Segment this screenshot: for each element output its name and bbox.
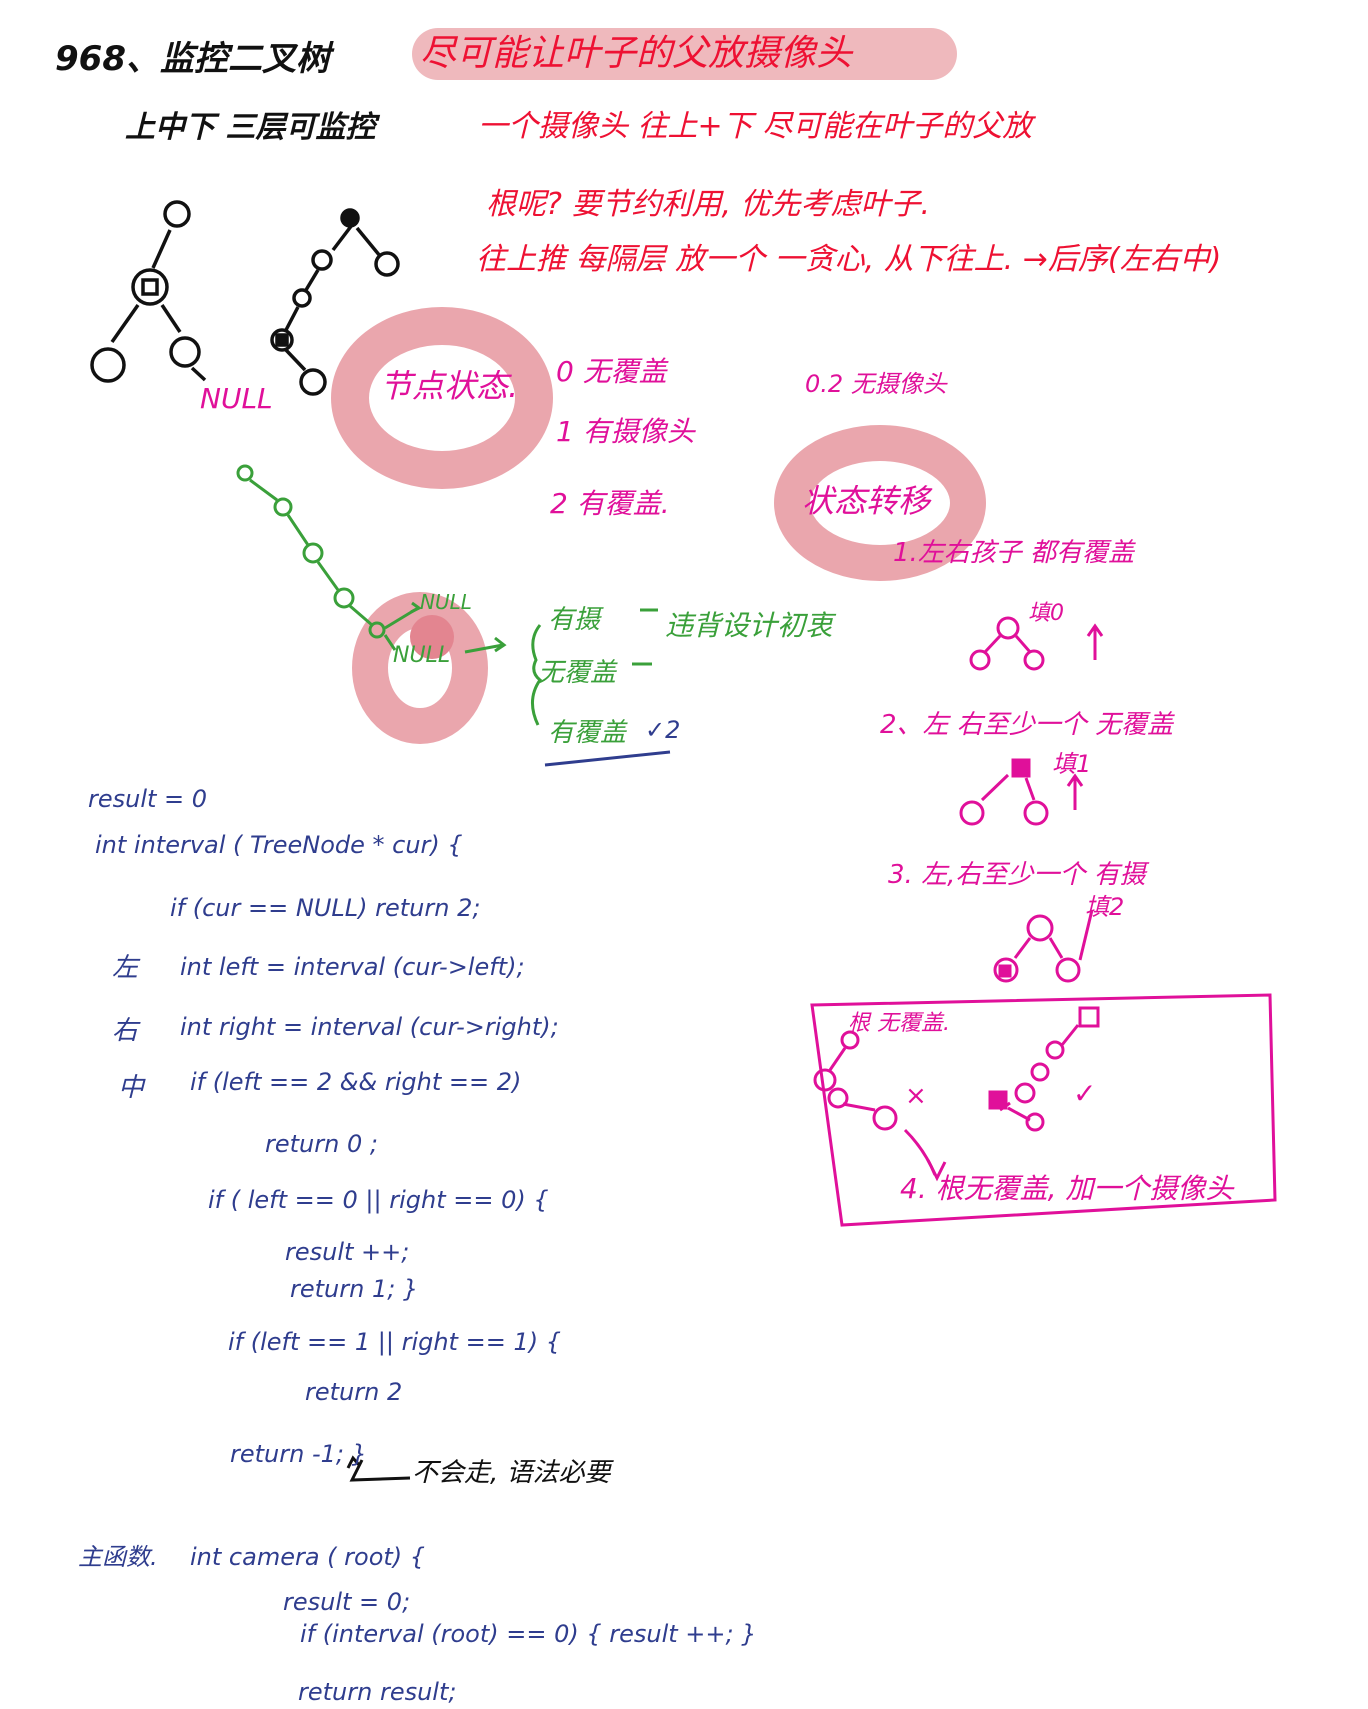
no-camera-note: 0.2 无摄像头	[805, 370, 947, 398]
main-line-4: return result;	[298, 1678, 457, 1706]
case-4-wrong-mark: ×	[905, 1081, 927, 1111]
code-line-1: result = 0	[88, 785, 208, 813]
code-line-7: return 0 ;	[265, 1130, 378, 1158]
green-conclusion: 违背设计初衷	[665, 609, 834, 642]
note-red-3: 往上推 每隔层 放一个 一贪心, 从下往上. →后序(左右中)	[476, 242, 1222, 277]
node-state-label: 节点状态.	[380, 367, 519, 405]
code-side-left: 左	[112, 953, 139, 983]
code-side-mid: 中	[118, 1073, 145, 1103]
null-ring	[352, 592, 488, 744]
null-label: NULL	[200, 382, 273, 415]
code-line-11: if (left == 1 || right == 1) {	[228, 1328, 561, 1356]
case-1-fill: 填0	[1028, 601, 1064, 626]
note-red-2: 根呢? 要节约利用, 优先考虑叶子.	[486, 187, 931, 222]
main-function-label: 主函数.	[78, 1543, 158, 1571]
title-highlight	[412, 28, 957, 80]
magenta-trees	[810, 616, 1277, 1227]
unreachable-note: 不会走, 语法必要	[412, 1458, 611, 1488]
green-null-bottom: NULL	[393, 643, 451, 668]
green-option-3: 有覆盖	[548, 718, 627, 748]
transition-case-3: 3. 左,右至少一个 有摄	[888, 860, 1146, 890]
note-red-1: 一个摄像头 往上+下 尽可能在叶子的父放	[478, 109, 1033, 144]
case-4-right-mark: ✓	[1073, 1077, 1097, 1110]
green-chosen-mark: ✓2	[645, 716, 681, 744]
title-highlight-text: 尽可能让叶子的父放摄像头	[420, 33, 853, 74]
null-dot	[410, 615, 454, 659]
main-line-1: int camera ( root) {	[190, 1543, 426, 1571]
case-3-fill: 填2	[1085, 893, 1125, 921]
node-state-ring	[331, 307, 553, 489]
code-line-12: return 2	[305, 1378, 403, 1406]
code-line-9: result ++;	[285, 1238, 410, 1266]
case-4-root-note: 根 无覆盖.	[848, 1011, 950, 1036]
green-option-2: 无覆盖	[538, 658, 617, 688]
state-2: 2 有覆盖.	[550, 487, 670, 520]
transition-case-1: 1.左右孩子 都有覆盖	[893, 538, 1135, 568]
main-line-3: if (interval (root) == 0) { result ++; }	[300, 1620, 757, 1648]
case-2-fill: 填1	[1052, 750, 1092, 778]
transition-case-4: 4. 根无覆盖, 加一个摄像头	[900, 1172, 1234, 1205]
page-subtitle: 上中下 三层可监控	[125, 110, 376, 145]
transition-ring	[774, 425, 986, 581]
state-0: 0 无覆盖	[556, 355, 667, 388]
state-1: 1 有摄像头	[556, 415, 695, 448]
code-line-13: return -1; }	[230, 1440, 367, 1468]
black-tree-2	[270, 208, 400, 396]
main-line-2: result = 0;	[283, 1588, 411, 1616]
green-null-top: NULL	[420, 590, 472, 614]
green-option-1: 有摄	[548, 605, 601, 635]
black-tree-1	[90, 200, 207, 383]
code-line-4: int left = interval (cur->left);	[180, 953, 525, 981]
code-line-2: int interval ( TreeNode * cur) {	[95, 831, 463, 859]
code-line-3: if (cur == NULL) return 2;	[170, 894, 481, 922]
transition-label: 状态转移	[802, 482, 931, 520]
code-line-5: int right = interval (cur->right);	[180, 1013, 559, 1041]
page-title: 968、监控二叉树	[55, 39, 330, 79]
chosen-underline	[544, 750, 671, 767]
code-side-right: 右	[112, 1016, 139, 1046]
transition-case-2: 2、左 右至少一个 无覆盖	[880, 710, 1174, 740]
green-chain	[236, 464, 658, 726]
code-line-8: if ( left == 0 || right == 0) {	[208, 1186, 549, 1214]
code-line-6: if (left == 2 && right == 2)	[190, 1068, 522, 1096]
code-line-10: return 1; }	[290, 1275, 419, 1303]
